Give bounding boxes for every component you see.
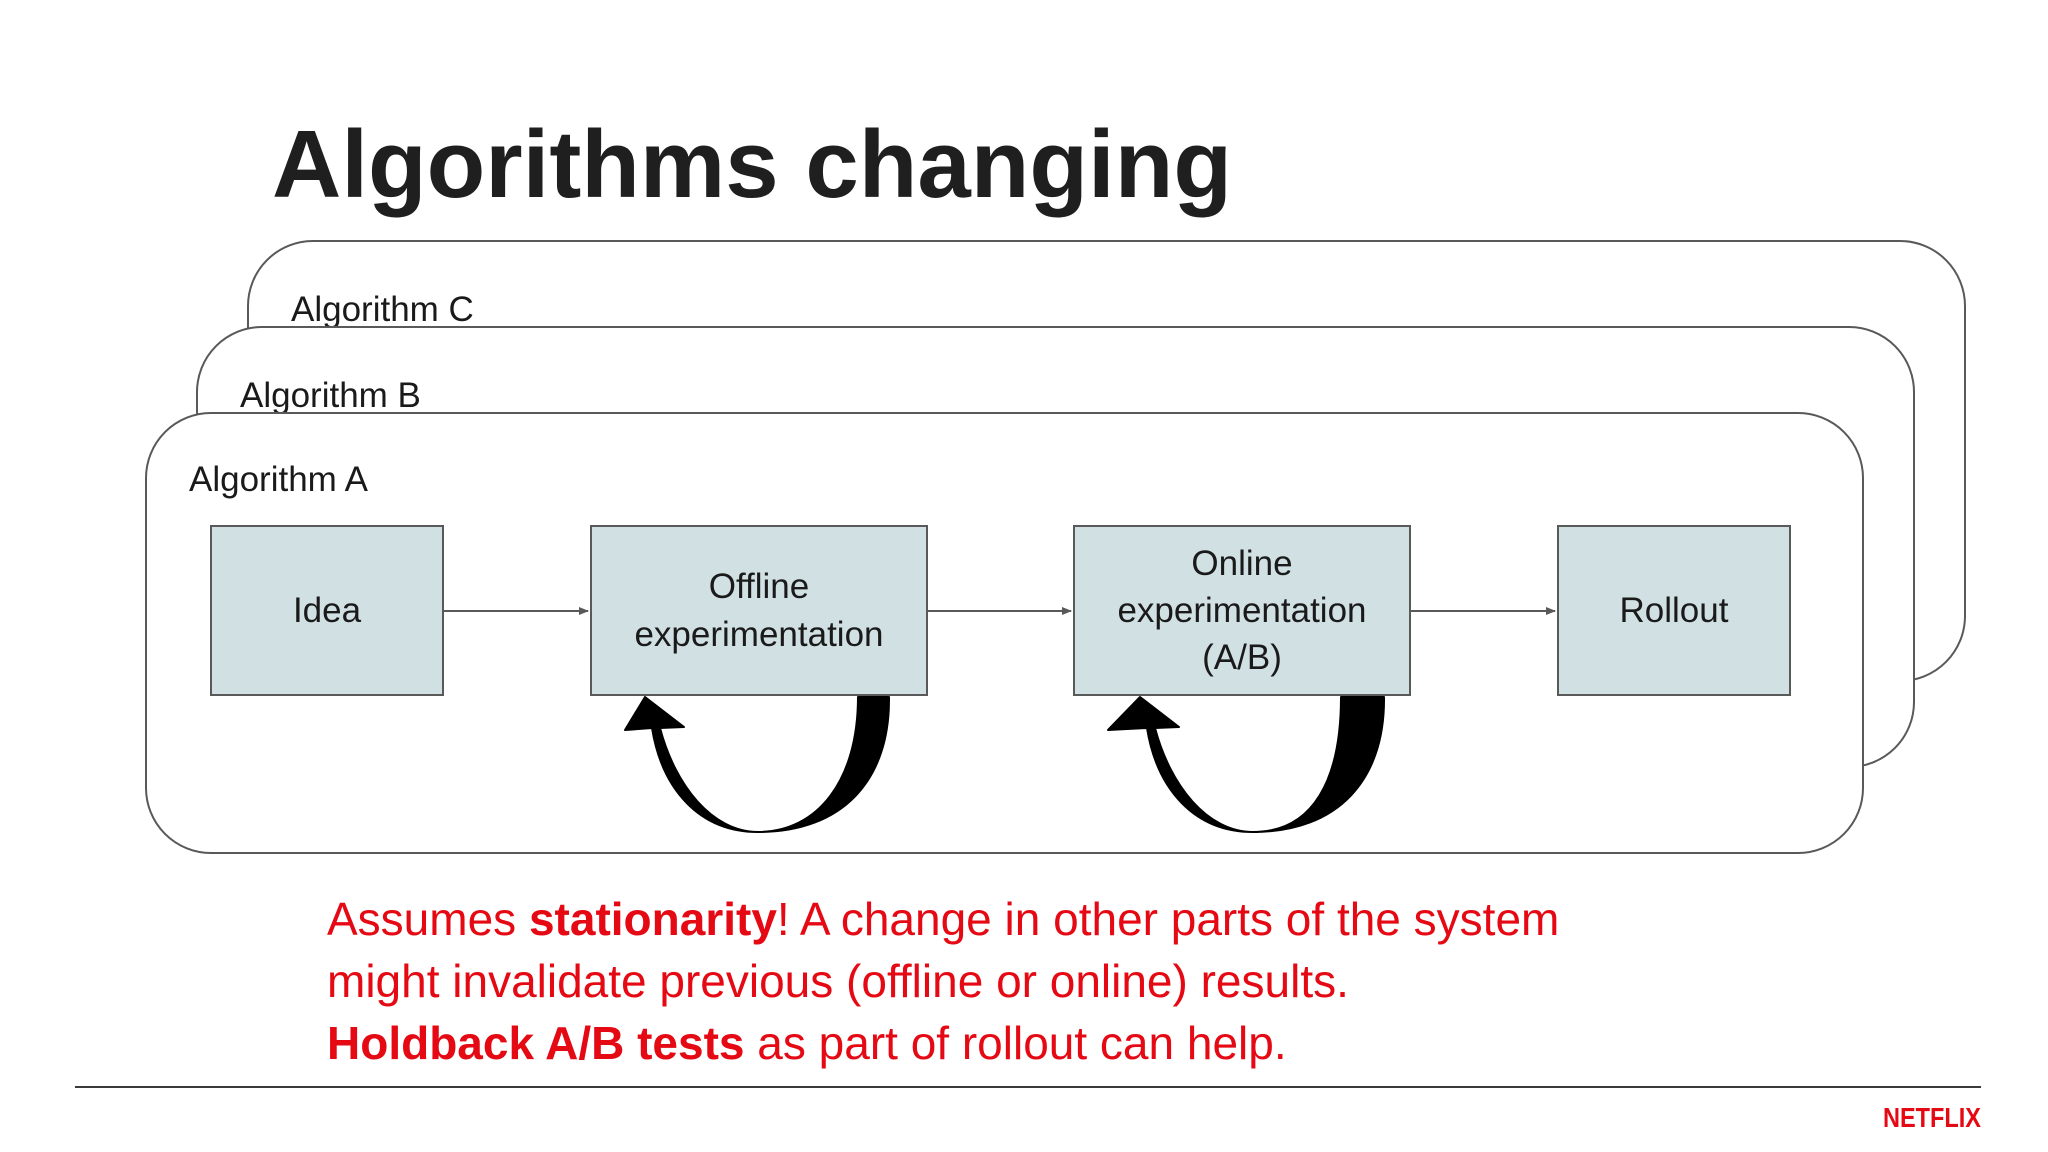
note-line-2: might invalidate previous (offline or on… bbox=[327, 955, 1349, 1007]
note-line-3: Holdback A/B tests as part of rollout ca… bbox=[327, 1012, 1827, 1074]
slide-title: Algorithms changing bbox=[272, 111, 1232, 218]
netflix-logo-icon: NETFLIX bbox=[1883, 1102, 1981, 1132]
stationarity-note: Assumes stationarity! A change in other … bbox=[327, 888, 1827, 1074]
note-assumes-text: Assumes bbox=[327, 893, 529, 945]
stage-online-experimentation-box: Online experimentation (A/B) bbox=[1073, 525, 1411, 696]
note-rollout-help-text: as part of rollout can help. bbox=[744, 1017, 1287, 1069]
footer-divider bbox=[75, 1086, 1981, 1088]
note-line-1: Assumes stationarity! A change in other … bbox=[327, 888, 1827, 950]
stage-rollout-box: Rollout bbox=[1557, 525, 1791, 696]
note-stationarity-text: stationarity bbox=[528, 893, 777, 945]
stage-offline-experimentation-box: Offline experimentation bbox=[590, 525, 928, 696]
stage-idea-box: Idea bbox=[210, 525, 444, 696]
algorithm-b-label: Algorithm B bbox=[240, 376, 421, 415]
note-change-text: ! A change in other parts of the system bbox=[776, 893, 1560, 945]
netflix-logo-text: NETFLIX bbox=[1883, 1102, 1981, 1132]
note-holdback-text: Holdback A/B tests bbox=[327, 1017, 745, 1069]
algorithm-a-label: Algorithm A bbox=[189, 460, 368, 499]
algorithm-c-label: Algorithm C bbox=[291, 290, 474, 329]
